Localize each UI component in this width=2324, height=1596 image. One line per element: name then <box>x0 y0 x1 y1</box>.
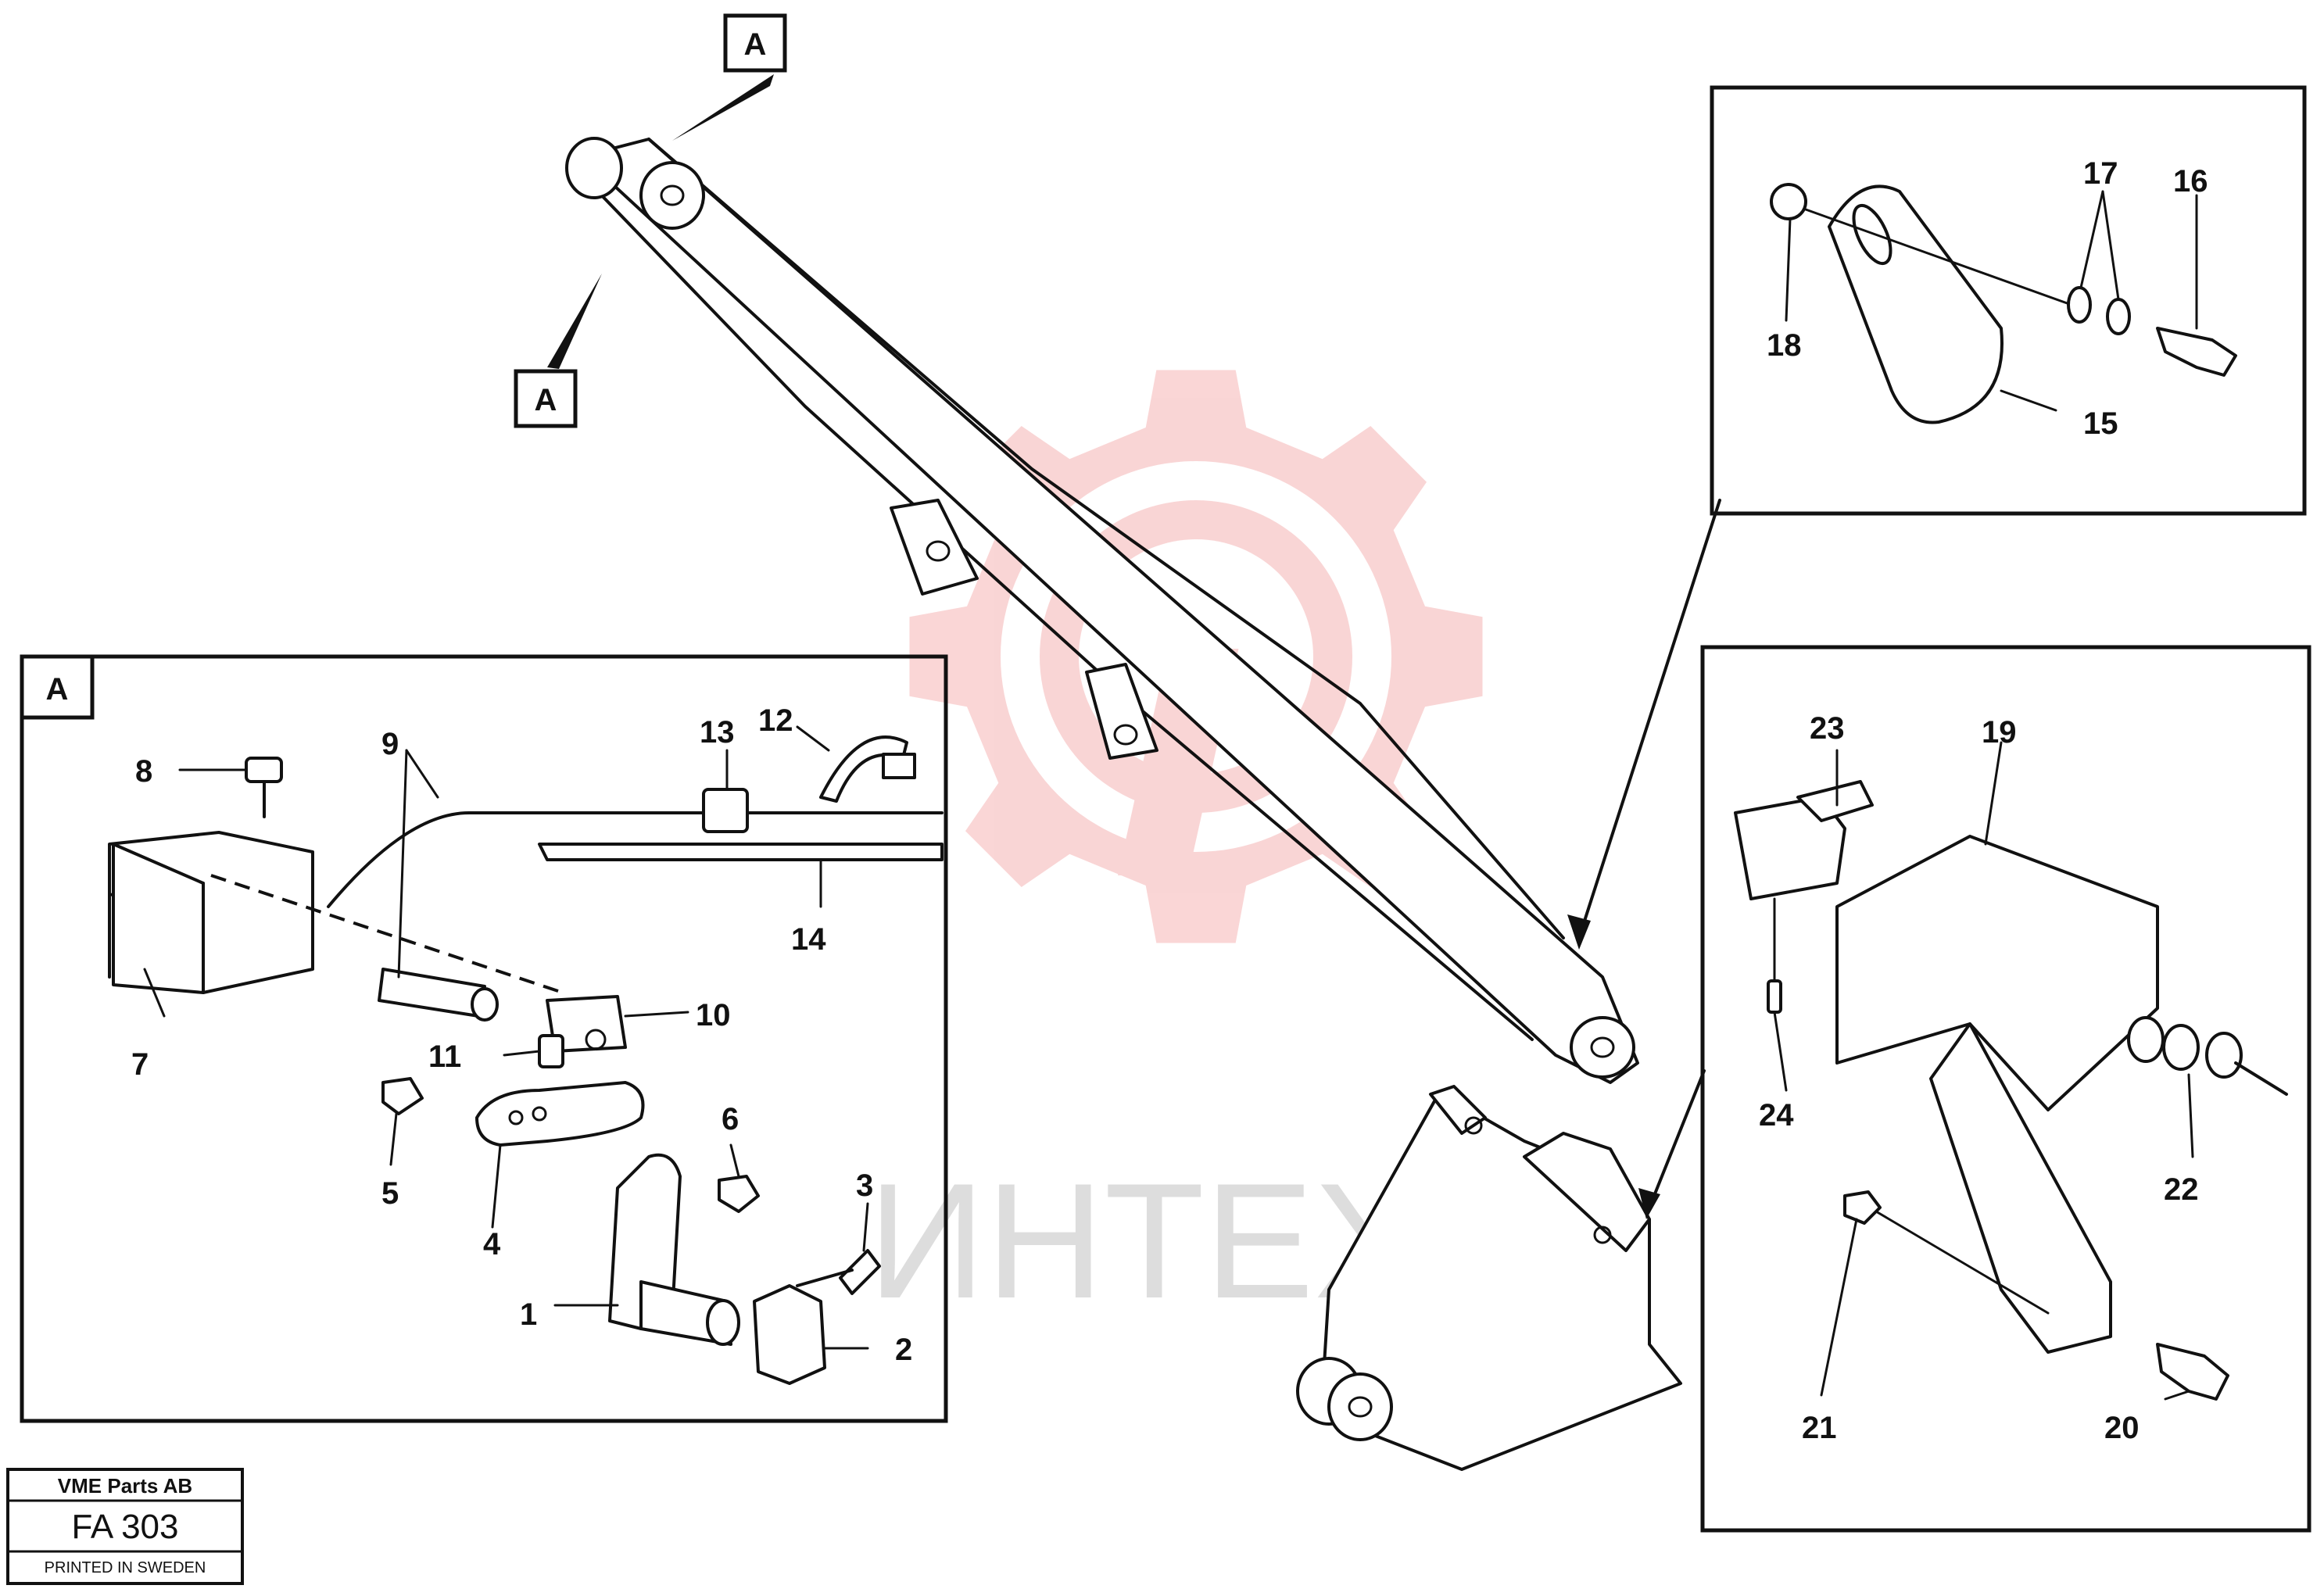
callout-24: 24 <box>1759 1098 1794 1133</box>
callout-9: 9 <box>381 727 399 761</box>
callout-7: 7 <box>131 1047 149 1082</box>
detail-a-panel: A <box>20 654 948 1423</box>
callout-18: 18 <box>1767 328 1802 363</box>
callout-2: 2 <box>895 1333 912 1367</box>
callout-11: 11 <box>428 1040 461 1074</box>
title-block: VME Parts AB FA 303 PRINTED IN SWEDEN <box>6 1468 244 1585</box>
callout-12: 12 <box>758 703 793 738</box>
callout-14: 14 <box>791 922 826 957</box>
callout-8: 8 <box>135 754 152 789</box>
svg-text:A: A <box>46 672 69 707</box>
callout-16: 16 <box>2173 164 2208 199</box>
callout-10: 10 <box>696 998 731 1032</box>
callout-20: 20 <box>2104 1411 2140 1445</box>
callout-22: 22 <box>2164 1172 2199 1207</box>
svg-text:A: A <box>535 383 557 417</box>
callout-5: 5 <box>381 1176 399 1211</box>
boom-arm <box>565 137 1639 1084</box>
title-printed: PRINTED IN SWEDEN <box>45 1559 206 1576</box>
callout-3: 3 <box>856 1168 873 1203</box>
detail-panel-cover <box>1700 645 2311 1533</box>
callout-19: 19 <box>1982 715 2017 750</box>
callout-leaders <box>143 190 2198 1401</box>
svg-text:A: A <box>744 27 767 62</box>
callout-21: 21 <box>1802 1411 1837 1445</box>
callout-1: 1 <box>520 1297 537 1332</box>
detail-panel-plate <box>1710 85 2307 516</box>
title-code: FA 303 <box>71 1508 178 1546</box>
callout-4: 4 <box>483 1227 501 1261</box>
callout-23: 23 <box>1810 711 1845 746</box>
view-marker-left: A <box>514 274 602 428</box>
attachment-bracket <box>1296 1085 1682 1471</box>
callout-6: 6 <box>722 1102 739 1136</box>
callout-labels: 1 2 3 4 5 6 7 8 9 10 11 12 13 14 15 16 1… <box>131 156 2208 1445</box>
callout-15: 15 <box>2083 406 2118 441</box>
leader-arrows <box>1567 499 1721 1219</box>
callout-13: 13 <box>700 715 735 750</box>
title-company: VME Parts AB <box>58 1474 192 1498</box>
callout-17: 17 <box>2083 156 2118 191</box>
view-marker-top: A <box>672 13 787 141</box>
